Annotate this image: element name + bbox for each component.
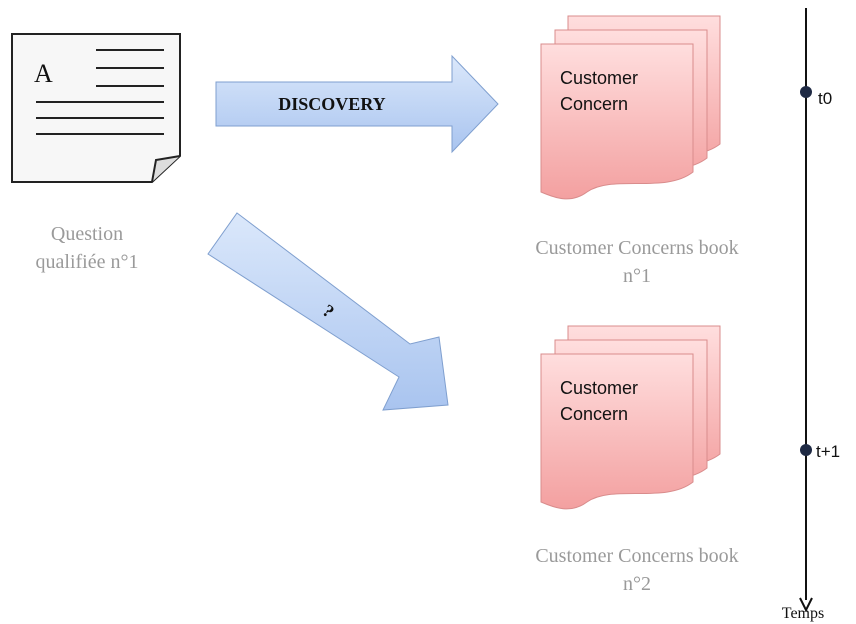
timeline-axis-label: Temps bbox=[782, 605, 824, 622]
customer-concern-stack-1: Customer Concern bbox=[540, 15, 721, 200]
book1-caption-line1: Customer Concerns book bbox=[535, 237, 738, 259]
book1-caption-line2: n°1 bbox=[623, 265, 651, 287]
book2-caption-line2: n°2 bbox=[623, 573, 651, 595]
document-caption-line1: Question bbox=[51, 223, 123, 245]
timeline-arrowhead bbox=[799, 597, 813, 613]
book2-card-line2: Concern bbox=[560, 404, 628, 424]
timeline-label-t0: t0 bbox=[818, 89, 832, 108]
discovery-label: DISCOVERY bbox=[278, 94, 385, 114]
timeline-marker-t0 bbox=[800, 86, 812, 98]
book2-card-line1: Customer bbox=[560, 378, 638, 398]
timeline-label-t1: t+1 bbox=[816, 442, 840, 461]
discovery-arrow: DISCOVERY bbox=[215, 54, 499, 154]
document-icon: A bbox=[11, 33, 181, 183]
book2-caption-line1: Customer Concerns book bbox=[535, 545, 738, 567]
timeline: t0 t+1 Temps bbox=[782, 8, 840, 622]
book1-card-line1: Customer bbox=[560, 68, 638, 88]
document-letter: A bbox=[34, 59, 53, 88]
document-caption-line2: qualifiée n°1 bbox=[36, 251, 139, 273]
timeline-marker-t1 bbox=[800, 444, 812, 456]
diagonal-arrow: ? bbox=[207, 212, 449, 411]
book1-card-line2: Concern bbox=[560, 94, 628, 114]
customer-concern-stack-2: Customer Concern bbox=[540, 325, 721, 510]
